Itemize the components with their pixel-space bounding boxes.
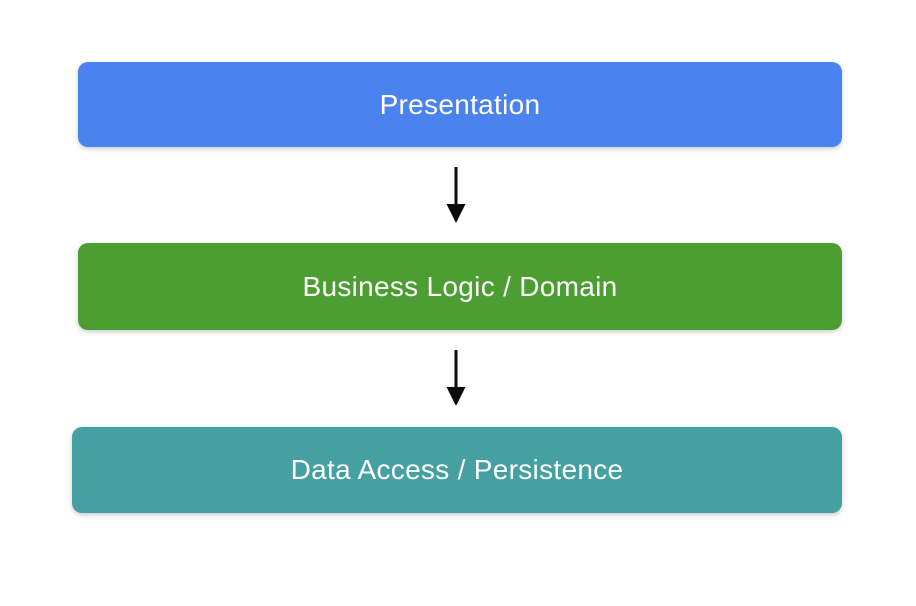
- layer-label-business-logic: Business Logic / Domain: [302, 270, 618, 302]
- layer-box-data-access: Data Access / Persistence: [72, 427, 842, 513]
- layer-label-data-access: Data Access / Persistence: [290, 454, 624, 485]
- layer-box-presentation: Presentation: [78, 62, 842, 147]
- arrow-down-icon: [446, 350, 466, 406]
- arrow-down-icon: [446, 167, 466, 223]
- layer-label-presentation: Presentation: [379, 88, 541, 120]
- layer-box-business-logic: Business Logic / Domain: [78, 243, 842, 330]
